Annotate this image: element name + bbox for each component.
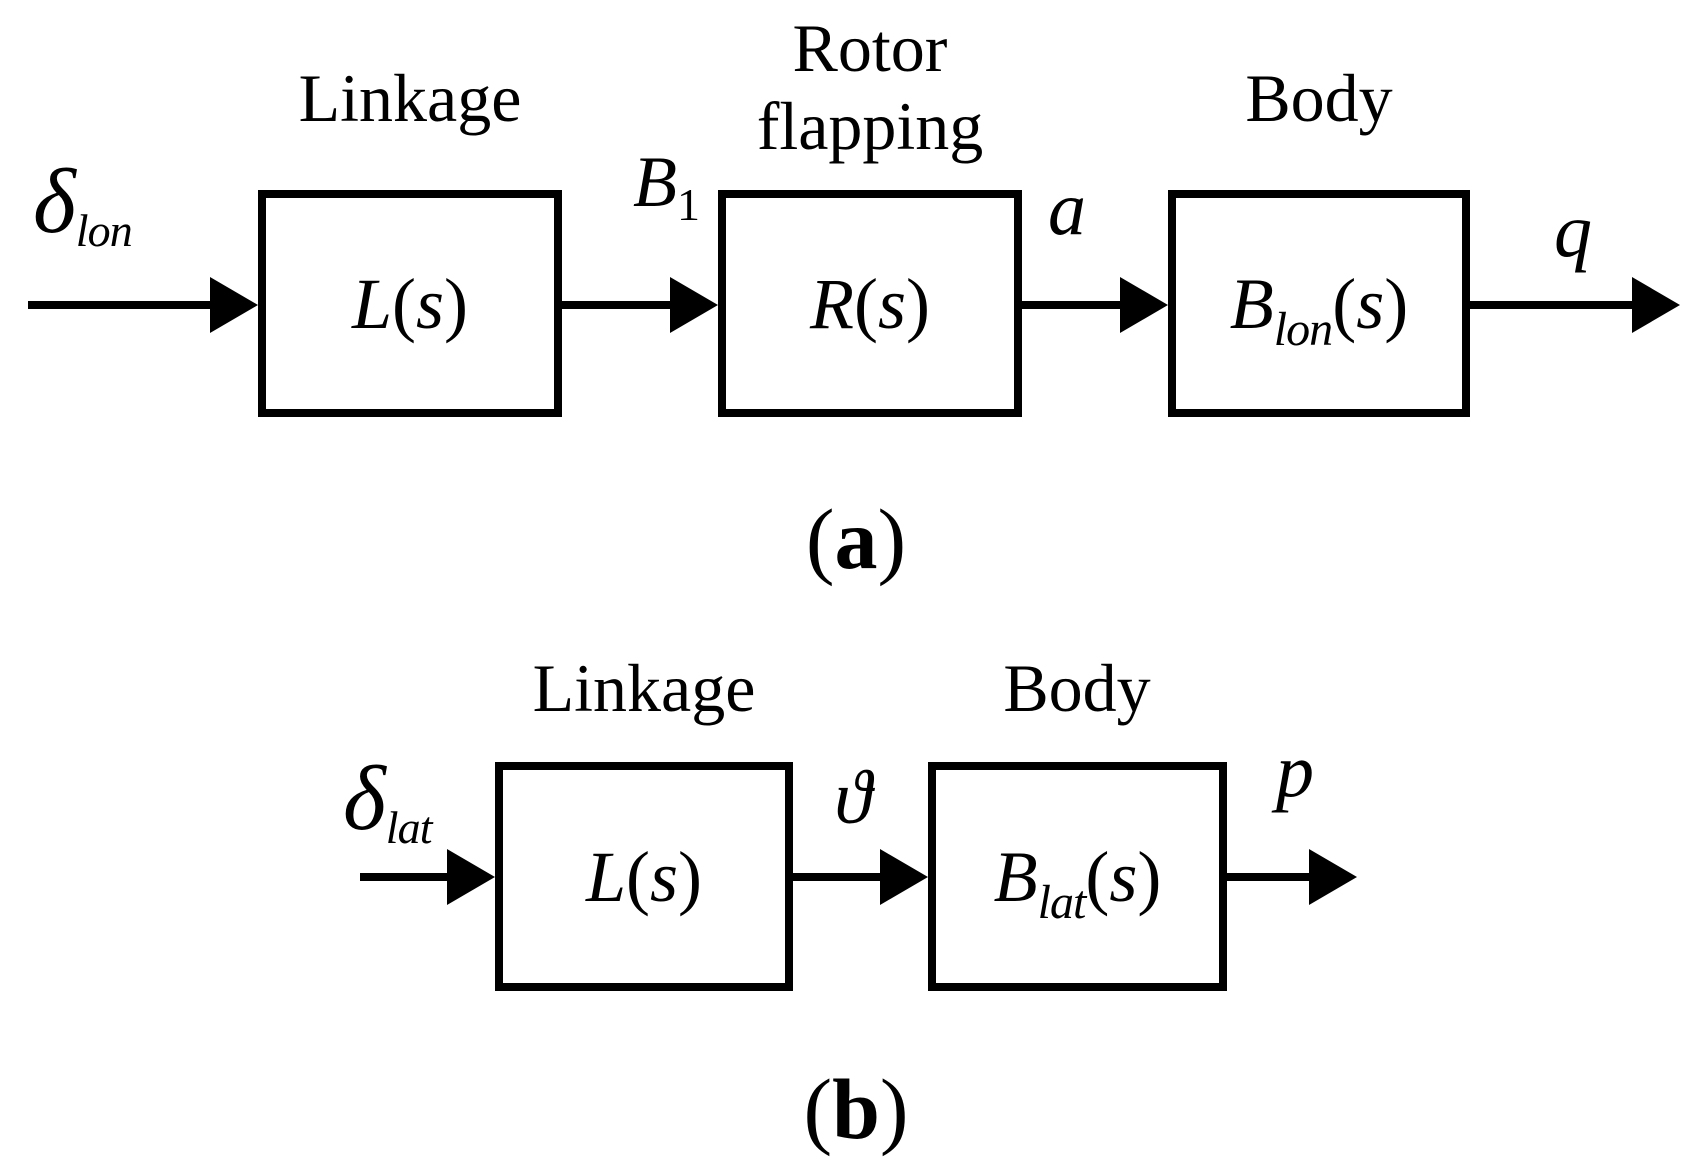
tf-paren-close: ) xyxy=(1384,263,1409,344)
delta-symbol: δ xyxy=(33,150,76,252)
caption-letter: b xyxy=(832,1061,880,1157)
delta-subscript: lon xyxy=(75,204,133,256)
arrow-shaft xyxy=(360,873,455,881)
input-label-delta-lon: δlon xyxy=(33,155,133,253)
signal-base: p xyxy=(1276,729,1314,813)
tf-subscript: lat xyxy=(1037,875,1087,929)
arrowhead-icon xyxy=(447,849,495,905)
block-title-linkage-a: Linkage xyxy=(299,59,522,137)
caption-paren-close: ) xyxy=(879,1061,909,1157)
caption-b: (b) xyxy=(803,1066,908,1152)
block-title-line: Linkage xyxy=(532,650,756,726)
arrowhead-icon xyxy=(880,849,928,905)
signal-base: q xyxy=(1554,189,1592,273)
delta-symbol: δ xyxy=(343,747,386,849)
block-title-body-a: Body xyxy=(1245,59,1392,137)
block-linkage-a: L(s) xyxy=(258,190,562,417)
arrow-output-b xyxy=(1227,849,1357,905)
arrow-input-a xyxy=(28,277,258,333)
tf-paren-open: ( xyxy=(626,836,650,917)
tf-paren-close: ) xyxy=(678,836,703,917)
signal-label-p: p xyxy=(1276,733,1314,809)
arrow-shaft xyxy=(793,873,888,881)
signal-label-a: a xyxy=(1048,171,1086,247)
signal-label-q: q xyxy=(1554,193,1592,269)
block-title-linkage-b: Linkage xyxy=(533,649,756,727)
arrow-shaft xyxy=(562,301,678,309)
signal-label-theta: ϑ xyxy=(834,760,871,836)
arrow-shaft xyxy=(28,301,218,309)
block-body-a: Blon(s) xyxy=(1168,190,1470,417)
tf-variable: s xyxy=(1109,836,1138,917)
tf-base: B xyxy=(993,836,1038,917)
caption-a: (a) xyxy=(806,496,906,582)
tf-base: L xyxy=(351,263,393,344)
tf-paren-close: ) xyxy=(906,263,930,344)
tf-variable: s xyxy=(416,263,445,344)
tf-variable: s xyxy=(1356,263,1385,344)
arrow-linkage-to-rotor xyxy=(562,277,718,333)
arrowhead-icon xyxy=(1632,277,1680,333)
tf-paren-open: ( xyxy=(1332,263,1357,344)
block-linkage-b: L(s) xyxy=(495,762,793,991)
tf-variable: s xyxy=(650,836,679,917)
block-title-body-b: Body xyxy=(1003,649,1150,727)
caption-paren-open: ( xyxy=(805,491,835,587)
tf-base: R xyxy=(810,263,854,344)
caption-letter: a xyxy=(834,491,878,587)
transfer-function-Ls-a: L(s) xyxy=(352,268,468,340)
arrow-input-b xyxy=(360,849,495,905)
arrowhead-icon xyxy=(1120,277,1168,333)
arrow-linkage-to-body xyxy=(793,849,928,905)
tf-paren-close: ) xyxy=(444,263,469,344)
arrow-rotor-to-body xyxy=(1022,277,1168,333)
block-title-line: Body xyxy=(1003,650,1151,726)
caption-paren-open: ( xyxy=(803,1061,833,1157)
arrow-shaft xyxy=(1227,873,1317,881)
tf-base: L xyxy=(585,836,627,917)
block-title-rotor-flapping: Rotor flapping xyxy=(757,9,984,165)
block-body-b: Blat(s) xyxy=(928,762,1227,991)
tf-subscript: lon xyxy=(1273,302,1333,356)
tf-base: B xyxy=(1229,263,1274,344)
transfer-function-Ls-b: L(s) xyxy=(586,841,702,913)
transfer-function-Rs: R(s) xyxy=(810,268,930,340)
transfer-function-Blat-s: Blat(s) xyxy=(994,841,1162,926)
arrow-shaft xyxy=(1022,301,1128,309)
block-title-line: Rotor xyxy=(792,10,948,86)
arrowhead-icon xyxy=(210,277,258,333)
block-rotor-flapping: R(s) xyxy=(718,190,1022,417)
block-title-line: Body xyxy=(1245,60,1393,136)
tf-paren-open: ( xyxy=(853,263,878,344)
signal-label-B1: B1 xyxy=(633,146,700,227)
arrow-output-a xyxy=(1470,277,1680,333)
arrowhead-icon xyxy=(670,277,718,333)
transfer-function-Blon-s: Blon(s) xyxy=(1230,268,1408,353)
arrowhead-icon xyxy=(1309,849,1357,905)
signal-base: a xyxy=(1048,167,1086,251)
tf-paren-close: ) xyxy=(1137,836,1162,917)
tf-paren-open: ( xyxy=(392,263,416,344)
delta-subscript: lat xyxy=(385,801,433,853)
tf-variable: s xyxy=(877,263,906,344)
block-title-line: flapping xyxy=(756,88,984,164)
tf-paren-open: ( xyxy=(1085,836,1110,917)
caption-paren-close: ) xyxy=(877,491,907,587)
input-label-delta-lat: δlat xyxy=(343,752,432,850)
signal-base: ϑ xyxy=(834,756,872,840)
signal-base: B xyxy=(633,142,677,222)
block-title-line: Linkage xyxy=(298,60,522,136)
signal-subscript: 1 xyxy=(676,178,700,230)
arrow-shaft xyxy=(1470,301,1640,309)
